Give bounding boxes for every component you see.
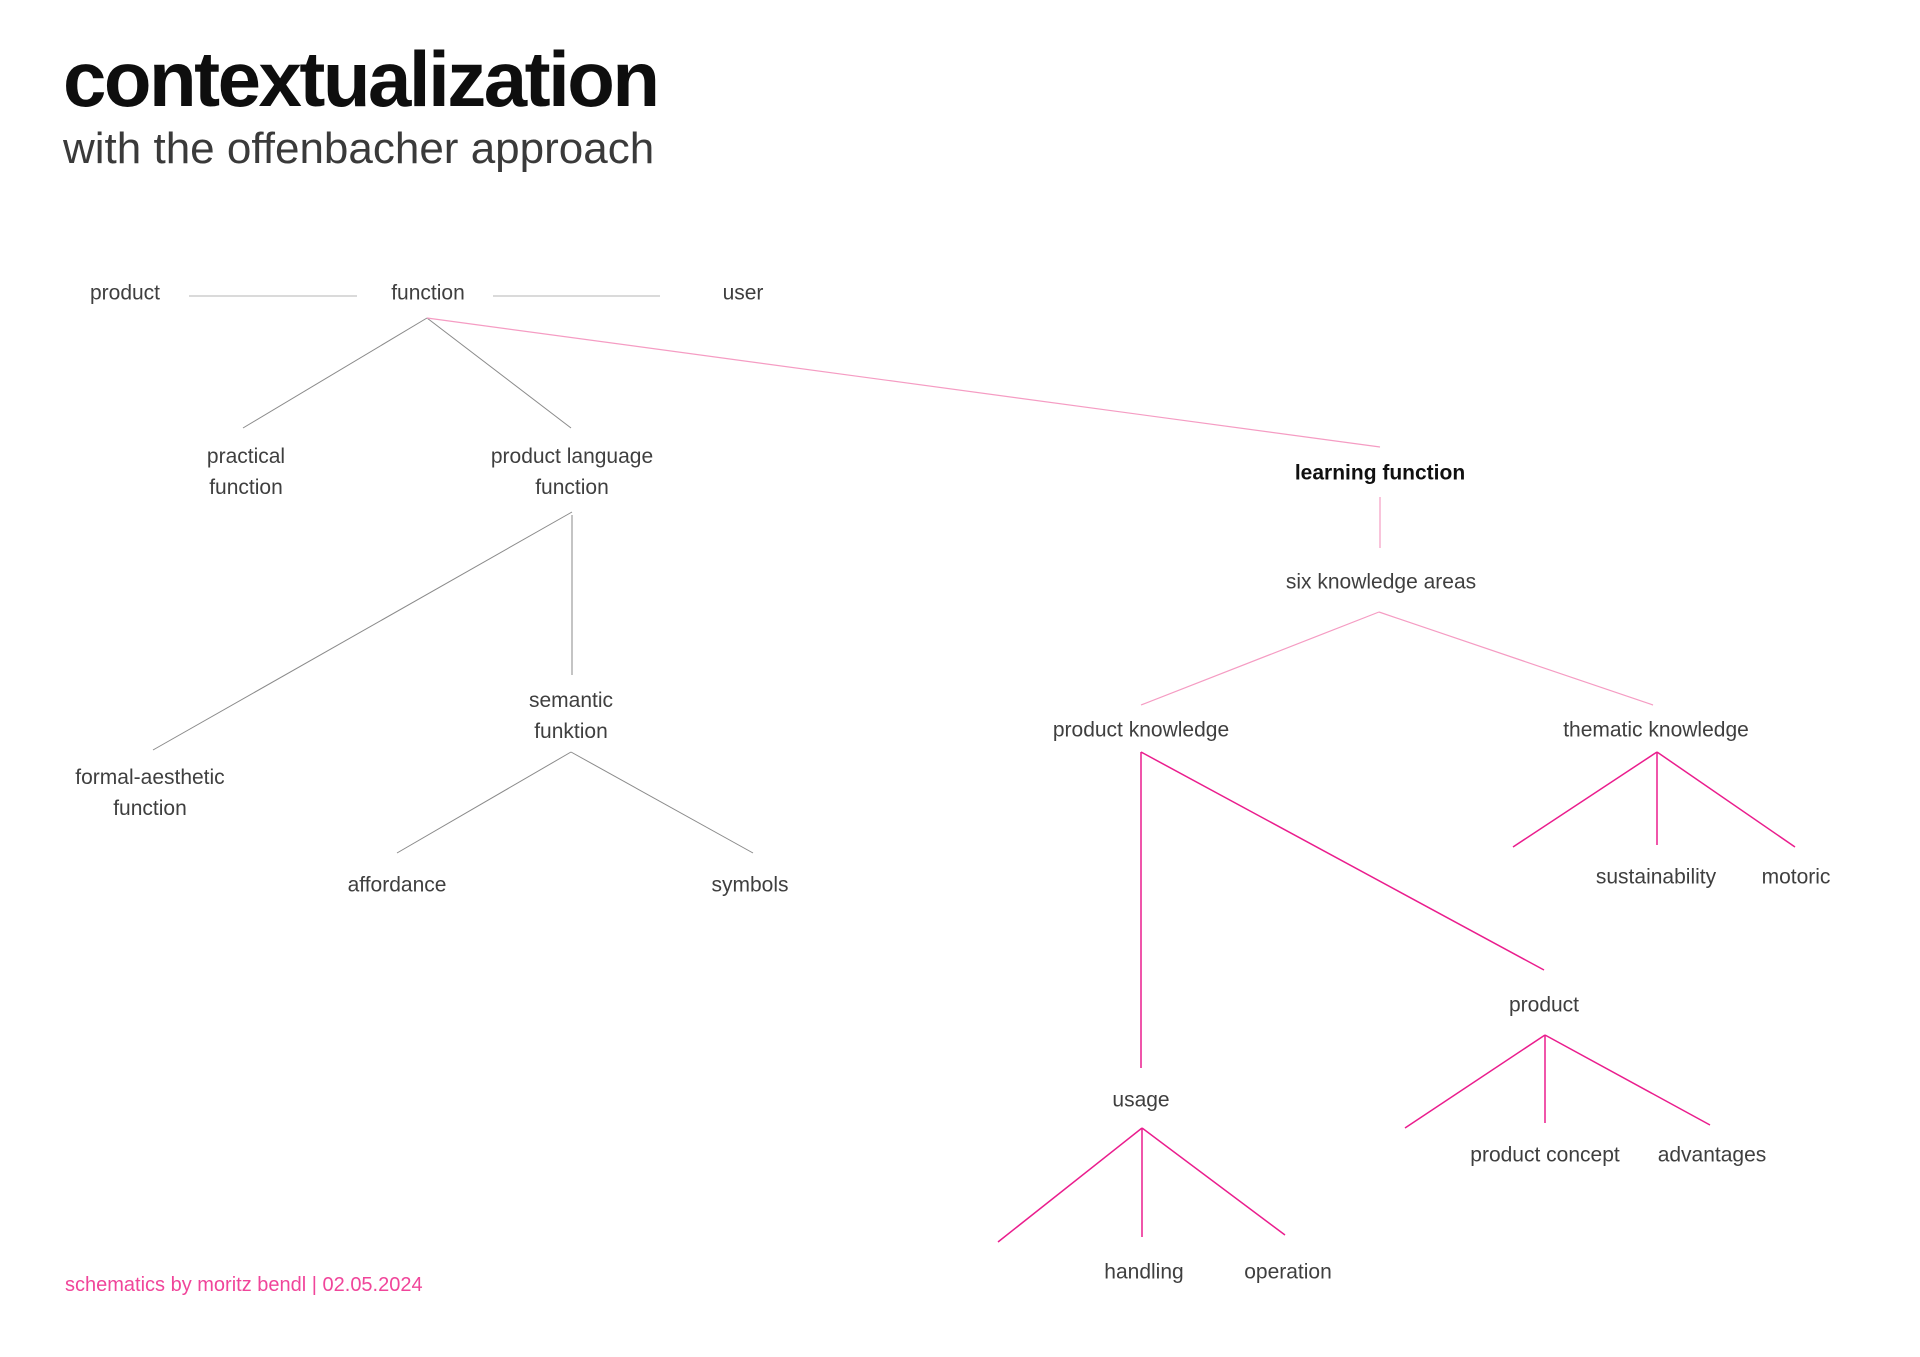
node-product-concept: product concept (1470, 1143, 1620, 1167)
node-user: user (722, 281, 764, 305)
node-product-right: product (1508, 993, 1580, 1017)
edge-product-language-formal-aesthetic (152, 511, 573, 751)
edge-function-learning-function (426, 317, 1381, 448)
edge-thematic-knowledge-motoric (1656, 751, 1796, 848)
edge-product-unlabeled (1404, 1034, 1546, 1129)
node-semantic-funktion: semantic funktion (528, 689, 614, 743)
edge-usage-operation (1141, 1127, 1286, 1236)
node-symbols: symbols (711, 873, 789, 897)
edge-product-advantages (1544, 1034, 1711, 1126)
node-product: product (89, 281, 161, 305)
node-product-language-function: product language function (490, 445, 654, 499)
edge-six-areas-thematic-knowledge (1378, 611, 1654, 706)
node-motoric: motoric (1761, 865, 1831, 889)
page-subtitle: with the offenbacher approach (63, 124, 655, 173)
node-function: function (391, 281, 465, 305)
edge-semantic-affordance (396, 751, 572, 854)
node-usage: usage (1112, 1088, 1170, 1112)
edge-semantic-symbols (570, 751, 754, 854)
node-operation: operation (1244, 1260, 1332, 1284)
edge-usage-unlabeled (997, 1127, 1143, 1243)
edge-product-knowledge-product (1140, 751, 1545, 971)
edge-function-practical-function (242, 317, 428, 429)
node-learning-function: learning function (1294, 461, 1466, 485)
page-title: contextualization (63, 35, 660, 123)
edge-thematic-knowledge-unlabeled (1512, 751, 1658, 848)
edge-function-product-language-function (426, 317, 572, 429)
node-affordance: affordance (347, 873, 447, 897)
node-advantages: advantages (1657, 1143, 1767, 1167)
node-sustainability: sustainability (1595, 865, 1717, 889)
node-practical-function: practical function (206, 445, 286, 499)
node-six-knowledge-areas: six knowledge areas (1285, 570, 1477, 594)
credit-line: schematics by moritz bendl | 02.05.2024 (65, 1274, 423, 1296)
edge-six-areas-product-knowledge (1140, 611, 1380, 706)
node-formal-aesthetic-function: formal-aesthetic function (75, 766, 225, 820)
header: contextualization with the offenbacher a… (63, 35, 660, 174)
node-product-knowledge: product knowledge (1052, 718, 1230, 742)
node-thematic-knowledge: thematic knowledge (1563, 718, 1749, 742)
node-handling: handling (1104, 1260, 1184, 1284)
